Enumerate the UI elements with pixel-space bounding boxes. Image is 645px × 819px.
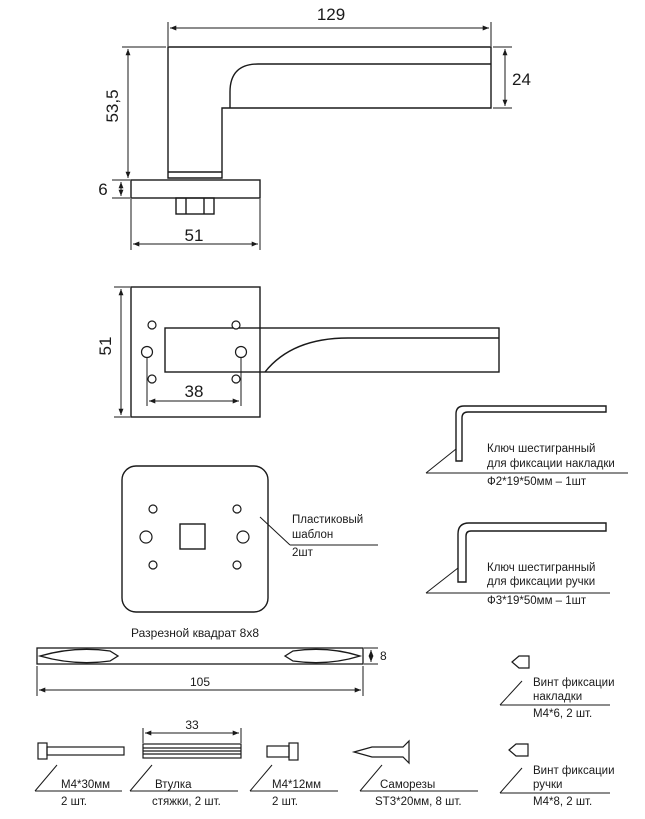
dim-sleeve-length [142,728,242,743]
sleeve-name: Втулка [155,779,192,791]
hex-key-2-line2: для фиксации ручки [487,576,595,588]
bolt-30-qty: 2 шт. [61,796,87,808]
hex-key-2-line1: Ключ шестигранный [487,562,595,574]
wood-screw-drawing [351,739,478,792]
screw-handle-drawing [499,743,610,794]
screw-rose-line1: Винт фиксации [533,677,615,689]
sleeve-drawing [129,743,242,792]
dim-sleeve-length-label: 33 [185,718,199,732]
dim-handle-length-label: 129 [317,5,345,24]
plastic-template-drawing [121,465,269,613]
hex-key-2-drawing [425,522,610,594]
spindle-title: Разрезной квадрат 8х8 [131,626,259,640]
dim-handle-height-label: 53,5 [103,89,122,122]
dim-spindle-size [364,647,378,665]
top-view-holes [140,320,248,384]
template-qty: 2шт [292,547,314,559]
template-leader [259,516,378,546]
bolt-30-drawing [34,742,125,792]
template-holes [139,504,250,570]
bolt-12-name: М4*12мм [272,779,321,791]
dim-rose-width [130,199,261,250]
dim-rose-width-label: 51 [185,226,204,245]
screw-handle-spec: М4*8, 2 шт. [533,796,592,808]
hex-key-1-spec: Ф2*19*50мм – 1шт [487,476,587,488]
hex-key-1-line1: Ключ шестигранный [487,443,595,455]
screw-rose-drawing [499,655,610,706]
bolt-12-drawing [249,742,338,792]
dim-handle-height [122,46,166,181]
hex-key-2-spec: Ф3*19*50мм – 1шт [487,595,587,607]
bolt-30-name: М4*30мм [61,779,110,791]
bolt-12-qty: 2 шт. [272,796,298,808]
dim-lever-thickness [493,46,512,109]
dim-handle-length [167,22,492,46]
dim-hole-spacing [146,358,242,406]
wood-screws-name: Саморезы [380,779,435,791]
dim-rose-side-label: 51 [96,337,115,356]
dim-hole-spacing-label: 38 [185,382,204,401]
sleeve-qty: стяжки, 2 шт. [152,796,221,808]
screw-rose-spec: М4*6, 2 шт. [533,708,592,720]
dim-rose-side [114,286,130,418]
dim-rose-thickness [112,179,130,199]
handle-top-view [130,286,500,418]
template-line2: шаблон [292,529,333,541]
wood-screws-spec: ST3*20мм, 8 шт. [375,796,462,808]
dim-lever-thickness-label: 24 [512,70,531,89]
template-line1: Пластиковый [292,514,363,526]
dim-spindle-size-label: 8 [380,649,387,663]
screw-handle-line1: Винт фиксации [533,765,615,777]
hex-key-1-line2: для фиксации накладки [487,458,615,470]
screw-handle-line2: ручки [533,779,562,791]
dim-spindle-length [36,666,364,696]
handle-side-view [130,46,492,215]
dim-rose-thickness-label: 6 [98,180,107,199]
screw-rose-line2: накладки [533,691,582,703]
hex-key-1-drawing [425,405,628,474]
spindle-drawing [36,647,364,665]
dim-spindle-length-label: 105 [190,675,210,689]
